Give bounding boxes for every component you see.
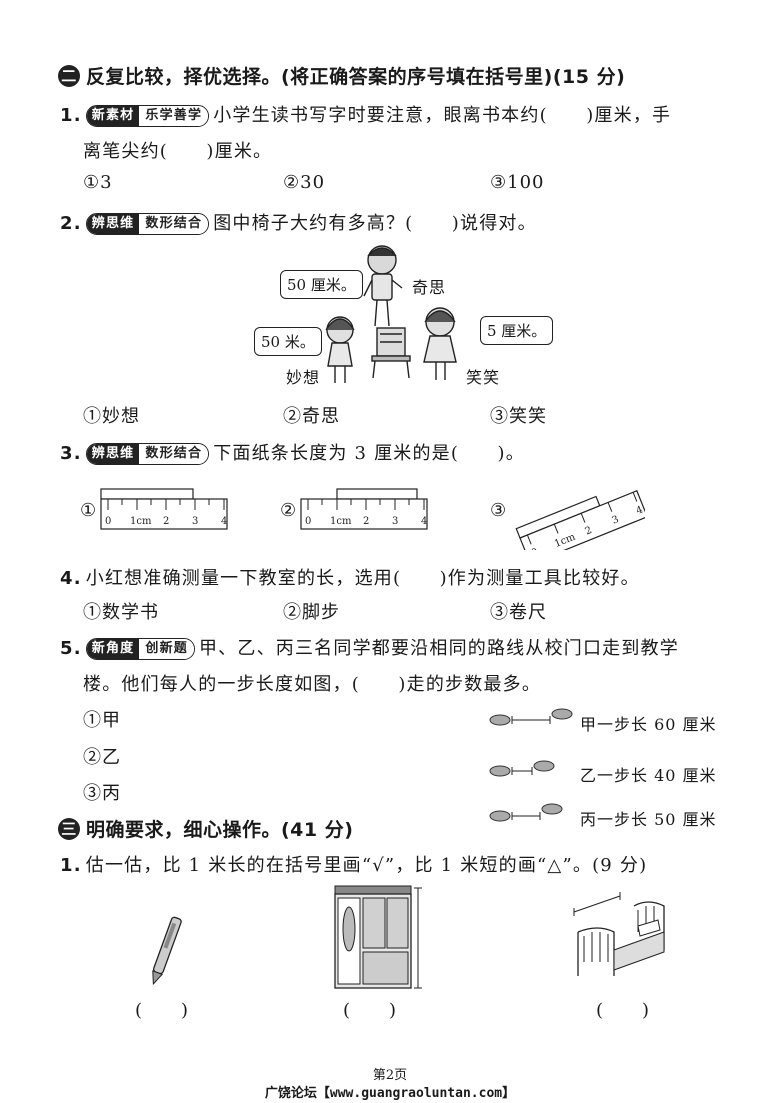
section-title: 明确要求，细心操作。(41 分) [86,819,354,841]
tag-primary: 辨思维 [86,214,140,234]
question-number: 1. [60,105,82,126]
section-number: 二 [58,65,80,87]
question-text: 估一估，比 1 米长的在括号里画“√”，比 1 米短的画“△”。(9 分) [85,855,648,876]
question-5-line-1: 5.新角度创新题甲、乙、丙三名同学都要沿相同的路线从校门口走到教学 [60,634,679,660]
option-1: ①数学书 [83,602,159,623]
blank-pen[interactable]: ( ) [135,1000,190,1021]
question-text: 甲、乙、丙三名同学都要沿相同的路线从校门口走到教学 [198,638,679,659]
ruler-label-3: ③ [490,500,508,521]
question-number: 4. [60,568,82,589]
section-3-question-1: 1.估一估，比 1 米长的在括号里画“√”，比 1 米短的画“△”。(9 分) [60,851,647,877]
name-xiaoxiao: 笑笑 [466,368,501,387]
girl-left-figure [325,316,355,383]
boy-figure [363,245,403,327]
step-label-bing: 丙一步长 50 厘米 [580,810,717,829]
bubble-xiaoxiao: 5 厘米。 [480,316,554,345]
chair-figure [371,327,411,379]
step-diagram-jia [489,708,573,726]
tag-primary: 新角度 [86,639,140,659]
option-3: ③100 [490,172,545,193]
question-text: 下面纸条长度为 3 厘米的是( )。 [213,443,525,464]
bubble-qisi: 50 厘米。 [280,270,363,299]
section-3-header: 三明确要求，细心操作。(41 分) [58,815,353,842]
question-tag: 辨思维数形结合 [85,443,210,465]
question-tag: 新素材乐学善学 [85,105,210,127]
wardrobe-illustration [334,885,422,989]
step-label-yi: 乙一步长 40 厘米 [580,766,717,785]
question-number: 3. [60,443,82,464]
ruler-label-2: ② [280,500,298,521]
pen-illustration [152,916,182,986]
question-tag: 辨思维数形结合 [85,213,210,235]
ruler-2: 0 1cm 2 3 4 [300,488,428,530]
name-qisi: 奇思 [412,278,447,297]
tag-primary: 新素材 [86,106,140,126]
option-1: ①3 [83,172,113,193]
question-text: 小学生读书写字时要注意，眼离书本约( )厘米，手 [213,105,672,126]
tag-secondary: 数形结合 [139,444,209,464]
blank-bed[interactable]: ( ) [596,1000,651,1021]
question-1-line-2: 离笔尖约( )厘米。 [83,141,273,162]
step-diagram-yi [489,760,555,777]
section-2-header: 二反复比较，择优选择。(将正确答案的序号填在括号里)(15 分) [58,62,625,89]
tick-2: 2 [163,516,169,527]
option-2: ②脚步 [283,602,340,623]
girl-right-figure [423,307,457,380]
option-3: ③丙 [83,783,121,804]
question-number: 5. [60,638,82,659]
question-tag: 新角度创新题 [85,638,195,660]
site-footer: 广饶论坛【www.guangraoluntan.com】 [264,1086,516,1101]
option-2: ②奇思 [283,406,340,427]
tick-0: 0 [530,547,540,550]
question-2-line: 2.辨思维数形结合图中椅子大约有多高？( )说得对。 [60,209,537,235]
tag-secondary: 乐学善学 [139,106,209,126]
option-1: ①甲 [83,710,121,731]
tick-1cm: 1cm [330,516,352,527]
page-number: 第2页 [372,1068,408,1083]
blank-wardrobe[interactable]: ( ) [343,1000,398,1021]
tick-1cm: 1cm [130,516,152,527]
ruler-label-1: ① [80,500,98,521]
step-label-jia: 甲一步长 60 厘米 [580,715,717,734]
tag-primary: 辨思维 [86,444,140,464]
bed-illustration [573,892,665,976]
tick-2: 2 [584,525,594,538]
tick-4: 4 [635,504,645,517]
question-4-line: 4.小红想准确测量一下教室的长，选用( )作为测量工具比较好。 [60,564,640,590]
ruler-3: 0 1cm 2 3 4 [515,490,645,550]
tick-0: 0 [305,516,311,527]
question-number: 2. [60,213,82,234]
tick-3: 3 [392,516,398,527]
tick-4: 4 [221,516,227,527]
option-2: ②乙 [83,747,121,768]
tick-2: 2 [363,516,369,527]
question-number: 1. [60,855,82,876]
tick-3: 3 [611,514,621,527]
question-1-line-1: 1.新素材乐学善学小学生读书写字时要注意，眼离书本约( )厘米，手 [60,101,671,127]
section-title: 反复比较，择优选择。(将正确答案的序号填在括号里)(15 分) [86,66,626,88]
tick-4: 4 [421,516,427,527]
option-3: ③笑笑 [490,406,547,427]
step-diagram-bing [489,803,563,822]
ruler-1: 0 1cm 2 3 4 [100,488,228,530]
chair-children-illustration [325,245,457,383]
question-3-line: 3.辨思维数形结合下面纸条长度为 3 厘米的是( )。 [60,439,525,465]
option-3: ③卷尺 [490,602,547,623]
question-text: 图中椅子大约有多高？( )说得对。 [213,213,537,234]
question-5-line-2: 楼。他们每人的一步长度如图，( )走的步数最多。 [83,674,542,695]
tag-secondary: 创新题 [139,639,194,659]
name-miaoxiang: 妙想 [286,368,321,387]
question-text: 小红想准确测量一下教室的长，选用( )作为测量工具比较好。 [85,568,640,589]
tick-0: 0 [105,516,111,527]
section-number: 三 [58,818,80,840]
tick-3: 3 [192,516,198,527]
tag-secondary: 数形结合 [139,214,209,234]
option-2: ②30 [283,172,326,193]
option-1: ①妙想 [83,406,140,427]
bubble-miaoxiang: 50 米。 [254,327,322,356]
